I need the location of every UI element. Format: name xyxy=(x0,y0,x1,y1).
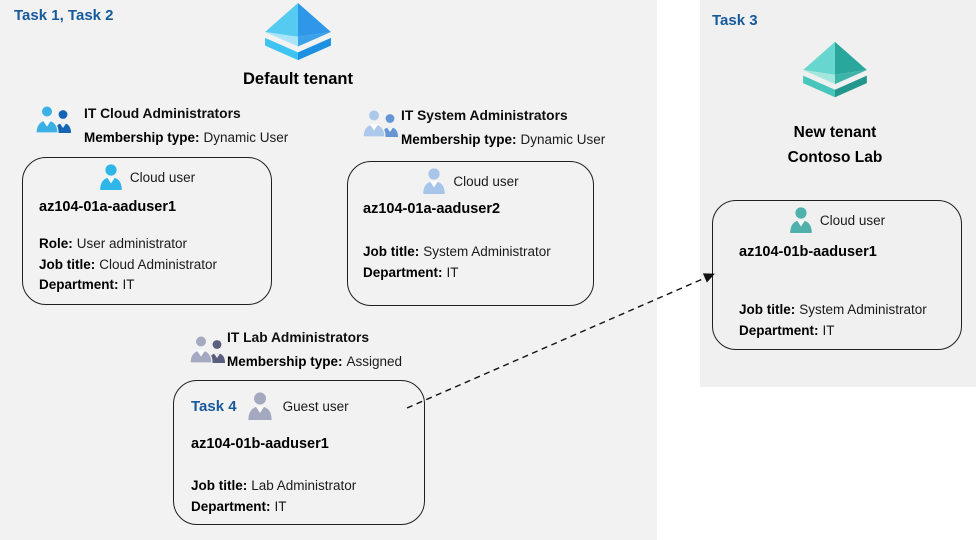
username: az104-01b-aaduser1 xyxy=(739,244,877,260)
card-header: Cloud user xyxy=(713,207,961,233)
group-membership-cloud-admins: Membership type:Dynamic User xyxy=(84,130,288,145)
group-icon-lab-admins xyxy=(189,335,227,363)
default-tenant-region xyxy=(0,0,657,540)
user-card-aaduser1: Cloud user az104-01a-aaduser1 Role:User … xyxy=(22,157,272,305)
field-job-title: Job title:System Administrator xyxy=(363,244,551,259)
membership-type-label: Membership type: xyxy=(401,132,517,147)
card-header: Cloud user xyxy=(23,164,271,190)
group-title-system-admins: IT System Administrators xyxy=(401,108,568,123)
card-header: Cloud user xyxy=(348,168,593,194)
new-tenant-user-card: Cloud user az104-01b-aaduser1 Job title:… xyxy=(712,200,962,350)
contoso-lab-label: Contoso Lab xyxy=(787,149,883,166)
task-4-label: Task 4 xyxy=(191,397,237,415)
field-job-title: Job title:Cloud Administrator xyxy=(39,256,218,272)
user-fields: Job title:System Administrator Departmen… xyxy=(739,300,927,341)
default-tenant-label: Default tenant xyxy=(242,70,353,88)
membership-type-label: Membership type: xyxy=(227,354,343,369)
task-3-label: Task 3 xyxy=(712,12,758,29)
group-membership-lab-admins: Membership type:Assigned xyxy=(227,354,402,369)
new-tenant-icon xyxy=(799,40,871,100)
group-icon-cloud-admins xyxy=(35,105,73,133)
username: az104-01b-aaduser1 xyxy=(191,436,329,452)
field-role: Role:User administrator xyxy=(39,236,188,251)
group-title-lab-admins: IT Lab Administrators xyxy=(227,330,370,345)
cloud-user-icon xyxy=(789,207,813,233)
card-header: Task 4 Guest user xyxy=(191,392,349,420)
username: az104-01a-aaduser1 xyxy=(39,199,177,215)
membership-type-value: Dynamic User xyxy=(520,132,606,147)
membership-type-value: Dynamic User xyxy=(203,130,289,145)
user-fields: Role:User administrator Job title:Cloud … xyxy=(39,234,217,296)
user-type-label: Guest user xyxy=(282,398,349,414)
field-department: Department:IT xyxy=(739,322,835,338)
field-department: Department:IT xyxy=(39,277,135,292)
username: az104-01a-aaduser2 xyxy=(363,201,501,217)
group-membership-system-admins: Membership type:Dynamic User xyxy=(401,132,605,147)
user-type-label: Cloud user xyxy=(819,212,886,228)
group-icon-system-admins xyxy=(362,109,400,137)
guest-user-icon xyxy=(247,392,273,420)
field-job-title: Job title:System Administrator xyxy=(739,302,927,317)
membership-type-label: Membership type: xyxy=(84,130,200,145)
user-card-aaduser2: Cloud user az104-01a-aaduser2 Job title:… xyxy=(347,161,594,306)
new-tenant-label: New tenant xyxy=(793,124,877,141)
task-1-2-label: Task 1, Task 2 xyxy=(14,7,114,24)
field-job-title: Job title:Lab Administrator xyxy=(191,478,357,493)
field-department: Department:IT xyxy=(363,264,459,280)
user-type-label: Cloud user xyxy=(129,169,196,185)
guest-user-card: Task 4 Guest user az104-01b-aaduser1 Job… xyxy=(173,380,425,525)
user-type-label: Cloud user xyxy=(453,173,519,189)
cloud-user-icon xyxy=(99,164,123,190)
default-tenant-icon xyxy=(261,1,335,63)
group-title-cloud-admins: IT Cloud Administrators xyxy=(84,106,241,121)
field-department: Department:IT xyxy=(191,498,287,514)
user-fields: Job title:System Administrator Departmen… xyxy=(363,242,551,283)
membership-type-value: Assigned xyxy=(346,354,403,369)
user-fields: Job title:Lab Administrator Department:I… xyxy=(191,476,356,517)
cloud-user-icon xyxy=(422,168,446,194)
